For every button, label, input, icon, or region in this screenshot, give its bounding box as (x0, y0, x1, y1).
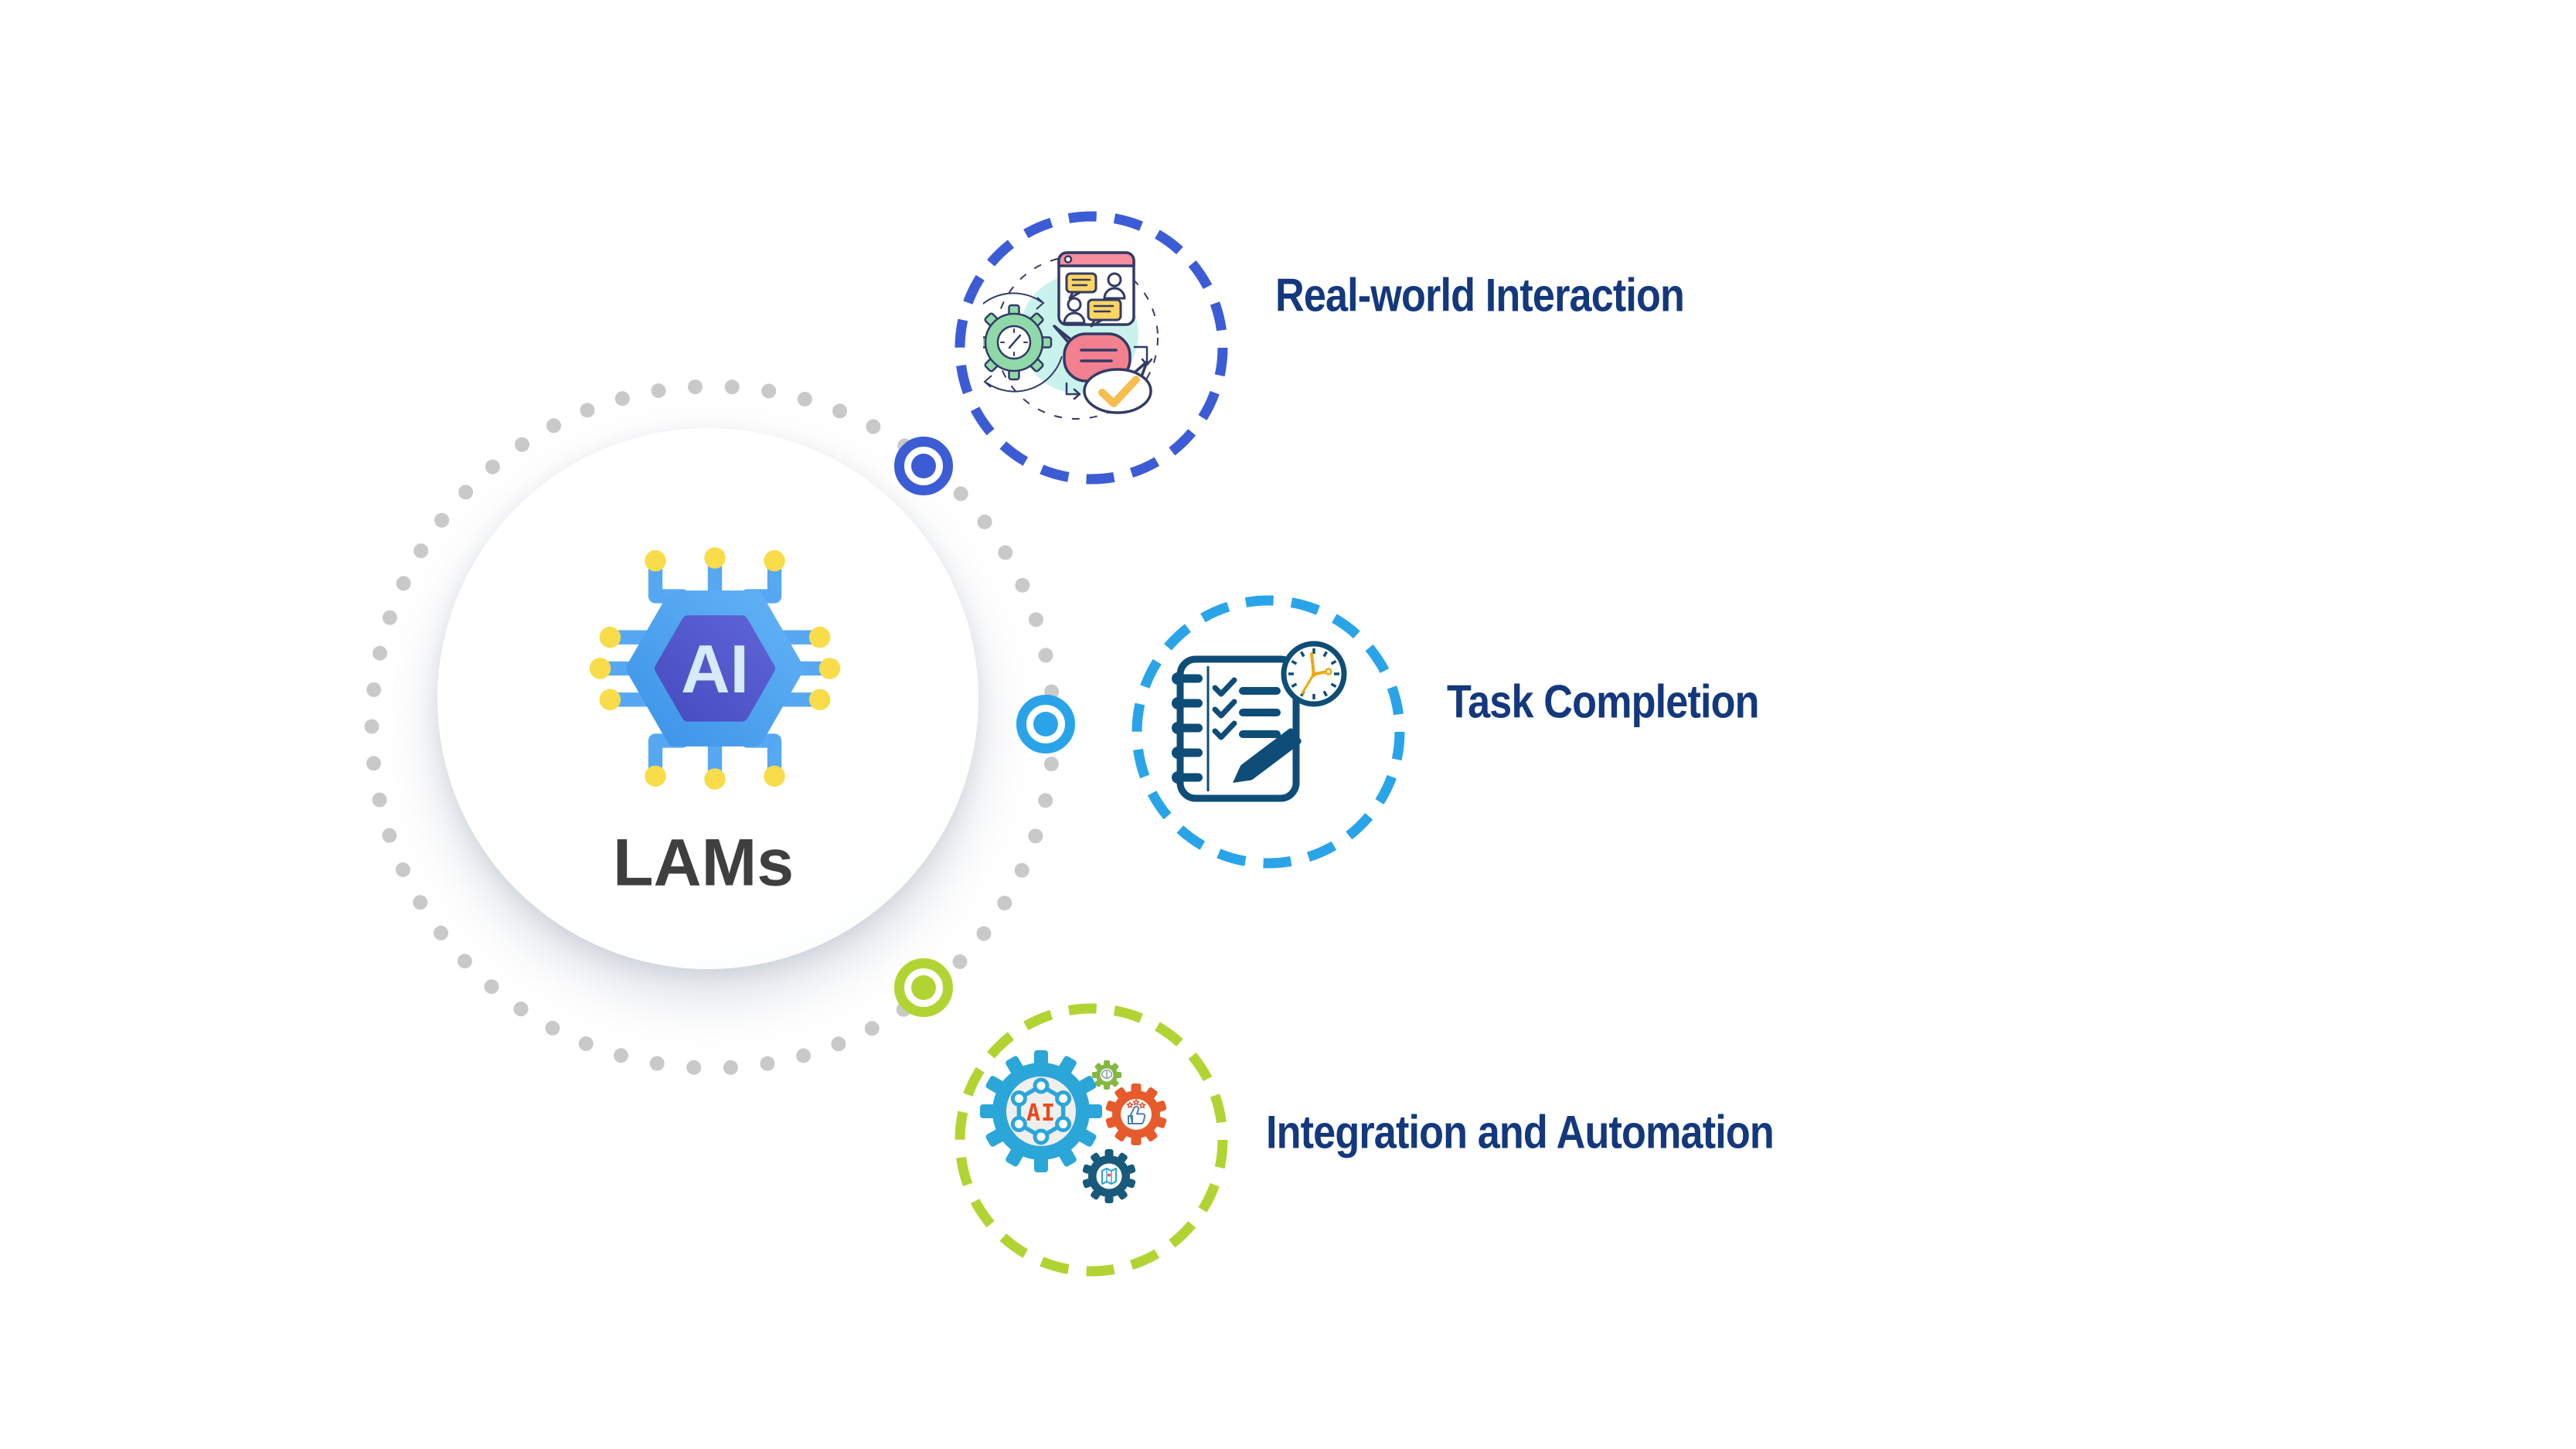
gear-clock-icon (983, 292, 1063, 393)
connector-dot-inner (911, 975, 936, 1000)
spiral-rings (1172, 672, 1203, 784)
connector-dot-inner (911, 454, 936, 478)
flow-arrows (1065, 345, 1153, 400)
check-bubble-icon (1083, 360, 1152, 414)
gears-ai-icon: AI (980, 1050, 1167, 1203)
chip-hexagon-inner (655, 615, 775, 722)
label-task-completion: Task Completion (1447, 675, 1760, 728)
brain-gear-icon (1092, 1060, 1121, 1090)
gear-ai-text: AI (1026, 1100, 1056, 1127)
label-real-world-interaction: Real-world Interaction (1275, 269, 1685, 321)
clock-icon (1281, 641, 1347, 707)
connector-dot-inner (1033, 712, 1058, 736)
checklist-notebook-clock-icon (1172, 641, 1347, 802)
pencil-icon (1233, 728, 1302, 783)
label-integration-automation: Integration and Automation (1266, 1106, 1775, 1158)
thumbs-up-gear-icon (1105, 1083, 1167, 1145)
chip-ai-text: AI (681, 631, 749, 707)
connector-dot-task (1016, 695, 1075, 753)
checklist-rows (1212, 677, 1281, 740)
node-circle-task (1131, 595, 1405, 869)
hub-label: LAMs (612, 825, 795, 900)
node-circle-integration (955, 1003, 1228, 1277)
chat-gear-workflow-icon (983, 251, 1159, 420)
chip-trace-nodes (589, 547, 841, 790)
chat-window-icon (1057, 251, 1135, 328)
map-gear-icon (1082, 1149, 1136, 1203)
node-circle-real-world (955, 211, 1228, 485)
ai-network-gear-icon: AI (980, 1050, 1102, 1172)
ai-chip-icon: AI (589, 547, 841, 790)
